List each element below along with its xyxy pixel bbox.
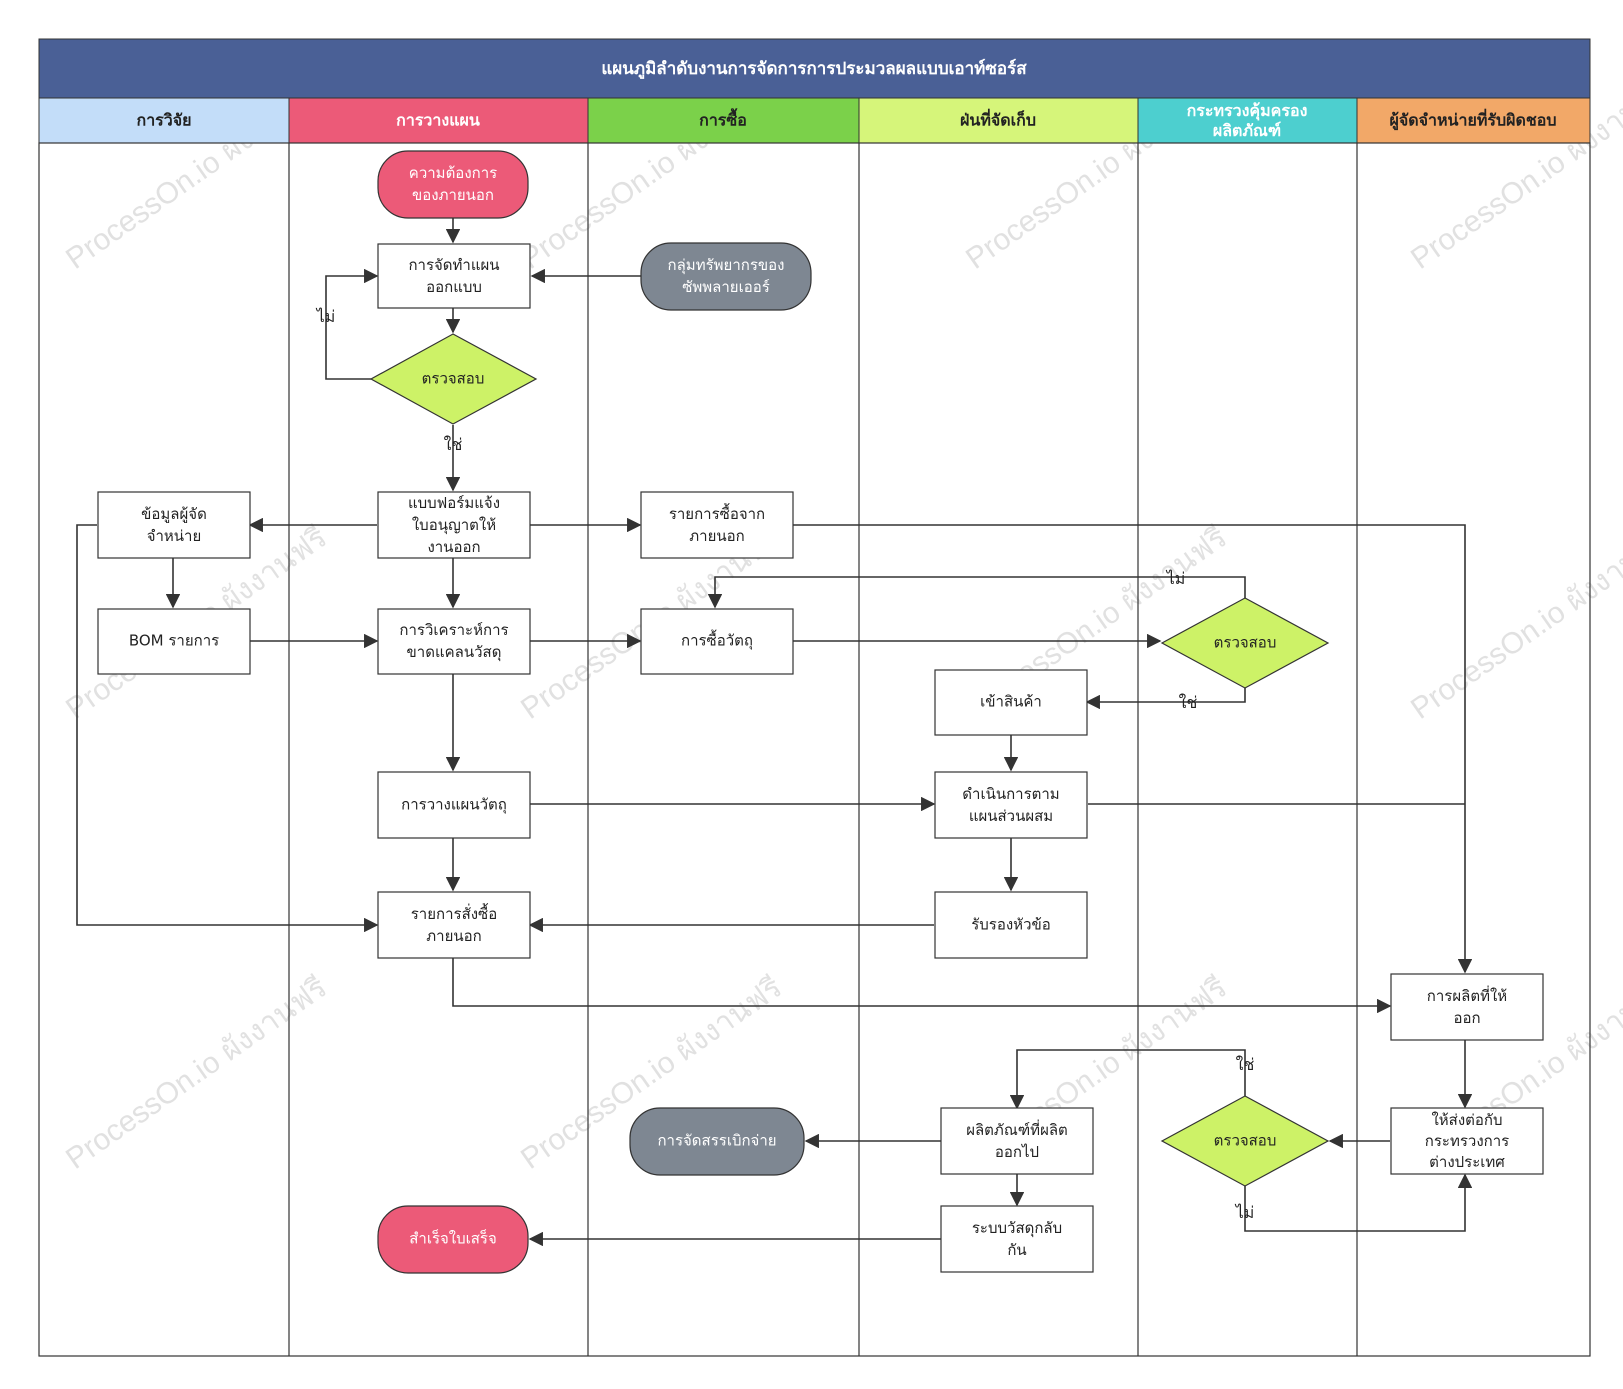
edge (707, 576, 1246, 609)
watermark: ProcessOn.io ผังงานฟรี (60, 971, 333, 1176)
decision-diamond (1160, 597, 1330, 689)
watermark-layer: ProcessOn.io ผังงานฟรี ProcessOn.io ผังง… (60, 71, 1623, 1176)
node-label: รายการซื้อจากภายนอก (669, 503, 765, 545)
process-box (377, 891, 531, 959)
process-box (1390, 973, 1544, 1041)
lane-label-planning: การวางแผน (396, 111, 480, 130)
process-box (934, 891, 1088, 959)
lane-header-ministry (1137, 97, 1358, 144)
edge-label-no: ไม่ (315, 307, 336, 326)
node-label: เข้าสินค้า (980, 693, 1042, 711)
node-label: แบบฟอร์มแจ้งใบอนุญาตให้งานออก (408, 494, 500, 556)
node-label: รายการสั่งซื้อภายนอก (411, 903, 498, 945)
process-box (940, 1107, 1094, 1175)
diagram-title: แผนภูมิลำดับงานการจัดการการประมวลผลแบบเอ… (601, 58, 1027, 80)
node-label: ดำเนินการตามแผนส่วนผสม (962, 785, 1059, 825)
title-bar (38, 38, 1591, 99)
lane-label-ministry: กระทรวงคุ้มครองผลิตภัณฑ์ (1187, 101, 1308, 140)
edges (76, 218, 1473, 1247)
decision-diamond (369, 333, 538, 425)
node-label: ข้อมูลผู้จัดจำหน่าย (141, 505, 207, 545)
node-label: การวางแผนวัตถุ (401, 796, 507, 815)
edge-label-yes: ใช่ (1236, 1055, 1255, 1074)
node-label: ความต้องการของภายนอก (409, 164, 497, 204)
lane-label-supplier: ผู้จัดจำหน่ายที่รับผิดชอบ (1389, 109, 1556, 132)
edge (1244, 1173, 1473, 1232)
edge-label-yes: ใช่ (1179, 693, 1198, 712)
edge-label-no: ไม่ (1165, 569, 1186, 588)
node-label: กลุ่มทรัพยากรของซัพพลายเออร์ (668, 256, 785, 296)
process-box (640, 608, 794, 675)
node-label: ให้ส่งต่อกับกระทรวงการต่างประเทศ (1425, 1111, 1509, 1171)
process-box (377, 243, 531, 309)
edge (1085, 688, 1246, 710)
lane-label-warehouse: ฝ่นที่จัดเก็บ (960, 109, 1036, 130)
node-label: การวิเคราะห์การขาดแคลนวัสดุ (399, 621, 508, 662)
end-terminal (377, 1205, 529, 1274)
start-terminal (377, 150, 529, 219)
node-label: ผลิตภัณฑ์ที่ผลิตออกไป (966, 1119, 1068, 1161)
process-box (934, 771, 1088, 839)
process-box (377, 608, 531, 675)
process-box (97, 608, 251, 675)
lane-label-research: การวิจัย (137, 111, 192, 130)
process-box (934, 669, 1088, 736)
process-box (1390, 1107, 1544, 1175)
lanes-frame (38, 142, 1591, 1357)
decision-diamond (1160, 1095, 1330, 1187)
node-label: ระบบวัสดุกลับกัน (972, 1219, 1062, 1259)
process-box (377, 771, 531, 839)
node-label: ตรวจสอบ (422, 370, 485, 388)
edge (76, 524, 379, 933)
process-box (640, 491, 794, 559)
lane-label-purchasing: การซื้อ (699, 108, 747, 130)
edge (1009, 1049, 1246, 1110)
node-label: การผลิตที่ให้ออก (1427, 985, 1507, 1027)
lane-header-supplier (1356, 97, 1591, 144)
node-label: ตรวจสอบ (1214, 1132, 1277, 1150)
node-label: การจัดทำแผนออกแบบ (408, 256, 499, 296)
edge (792, 524, 1473, 974)
edge-label-no: ไม่ (1234, 1203, 1255, 1222)
edge (325, 268, 379, 380)
node-label: การจัดสรรเบิกจ่าย (657, 1132, 776, 1150)
node-label: สำเร็จใบเสร็จ (409, 1229, 497, 1248)
terminal-gray (640, 242, 812, 311)
node-label: การซื้อวัตถุ (681, 630, 753, 651)
edge (452, 958, 1392, 1014)
lane-header-warehouse (858, 97, 1139, 144)
edge-label-yes: ใช่ (444, 435, 463, 454)
terminal-gray (629, 1107, 805, 1176)
node-label: ตรวจสอบ (1214, 634, 1277, 652)
process-box (97, 491, 251, 559)
node-label: BOM รายการ (129, 632, 219, 650)
process-box (377, 491, 531, 559)
process-box (940, 1205, 1094, 1273)
node-label: รับรองหัวข้อ (971, 916, 1051, 934)
nodes: ความต้องการของภายนอก การจัดทำแผนออกแบบ ก… (97, 150, 1544, 1274)
